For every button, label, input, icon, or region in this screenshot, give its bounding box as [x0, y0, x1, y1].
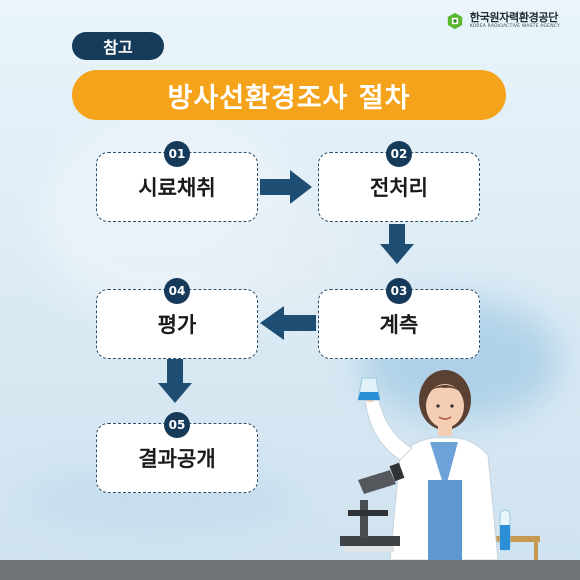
- microscope-icon: [340, 462, 405, 552]
- left-arrow-icon: [260, 306, 316, 340]
- floor-bar: [0, 560, 580, 580]
- logo-org-name-en: KOREA RADIOACTIVE WASTE AGENCY: [469, 24, 560, 30]
- step-number: 05: [164, 412, 190, 438]
- right-arrow-icon: [260, 170, 312, 204]
- step-number: 04: [164, 278, 190, 304]
- page-title: 방사선환경조사 절차: [72, 70, 506, 120]
- reference-tag: 참고: [72, 32, 164, 60]
- hexagon-logo-icon: [447, 12, 462, 30]
- step-label: 계측: [379, 313, 419, 337]
- step-box: 01 시료채취: [96, 141, 258, 222]
- step-number: 02: [386, 141, 412, 167]
- step-number: 03: [386, 278, 412, 304]
- step-box: 04 평가: [96, 278, 258, 359]
- step-label: 전처리: [370, 176, 428, 200]
- down-arrow-icon: [380, 224, 414, 264]
- step-label: 시료채취: [138, 176, 216, 200]
- step-number: 01: [164, 141, 190, 167]
- down-arrow-icon: [158, 359, 192, 403]
- step-box: 02 전처리: [318, 141, 480, 222]
- step-box: 05 결과공개: [96, 412, 258, 493]
- logo-text: 한국원자력환경공단 KOREA RADIOACTIVE WASTE AGENCY: [470, 12, 560, 30]
- org-logo: 한국원자력환경공단 KOREA RADIOACTIVE WASTE AGENCY: [446, 12, 560, 30]
- logo-org-name: 한국원자력환경공단: [469, 11, 559, 25]
- step-box: 03 계측: [318, 278, 480, 359]
- scientist-illustration: [340, 370, 540, 560]
- step-label: 결과공개: [138, 447, 216, 471]
- step-label: 평가: [157, 313, 197, 337]
